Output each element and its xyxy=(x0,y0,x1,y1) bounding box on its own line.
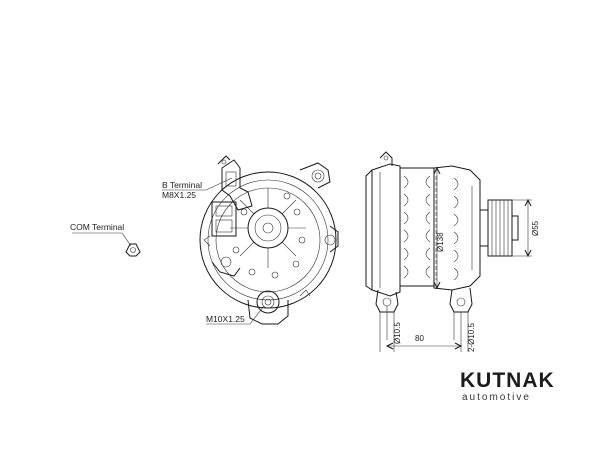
com-terminal-label: COM Terminal xyxy=(70,222,124,232)
length-dimension: 80 xyxy=(415,334,424,343)
leader-lines xyxy=(72,177,265,325)
com-terminal-icon xyxy=(125,243,141,257)
brand-tagline: automotive xyxy=(462,392,531,403)
b-terminal-thread-label: M8X1.25 xyxy=(162,190,196,200)
b-terminal-label: B Terminal xyxy=(162,180,202,190)
side-view xyxy=(365,151,519,313)
mount-thread-label: M10X1.25 xyxy=(206,314,245,324)
front-view xyxy=(199,155,339,325)
pulley-diameter-dimension: Ø55 xyxy=(531,220,540,236)
brand-logo: KUTNAK automotive xyxy=(460,369,580,404)
dimension-lines xyxy=(379,166,532,352)
ear-hole-right-dimension: 2-Ø10.5 xyxy=(467,323,476,352)
body-diameter-dimension: Ø138 xyxy=(436,232,445,252)
ear-hole-left-dimension: Ø10.5 xyxy=(393,322,402,344)
brand-name: KUTNAK xyxy=(460,369,555,392)
